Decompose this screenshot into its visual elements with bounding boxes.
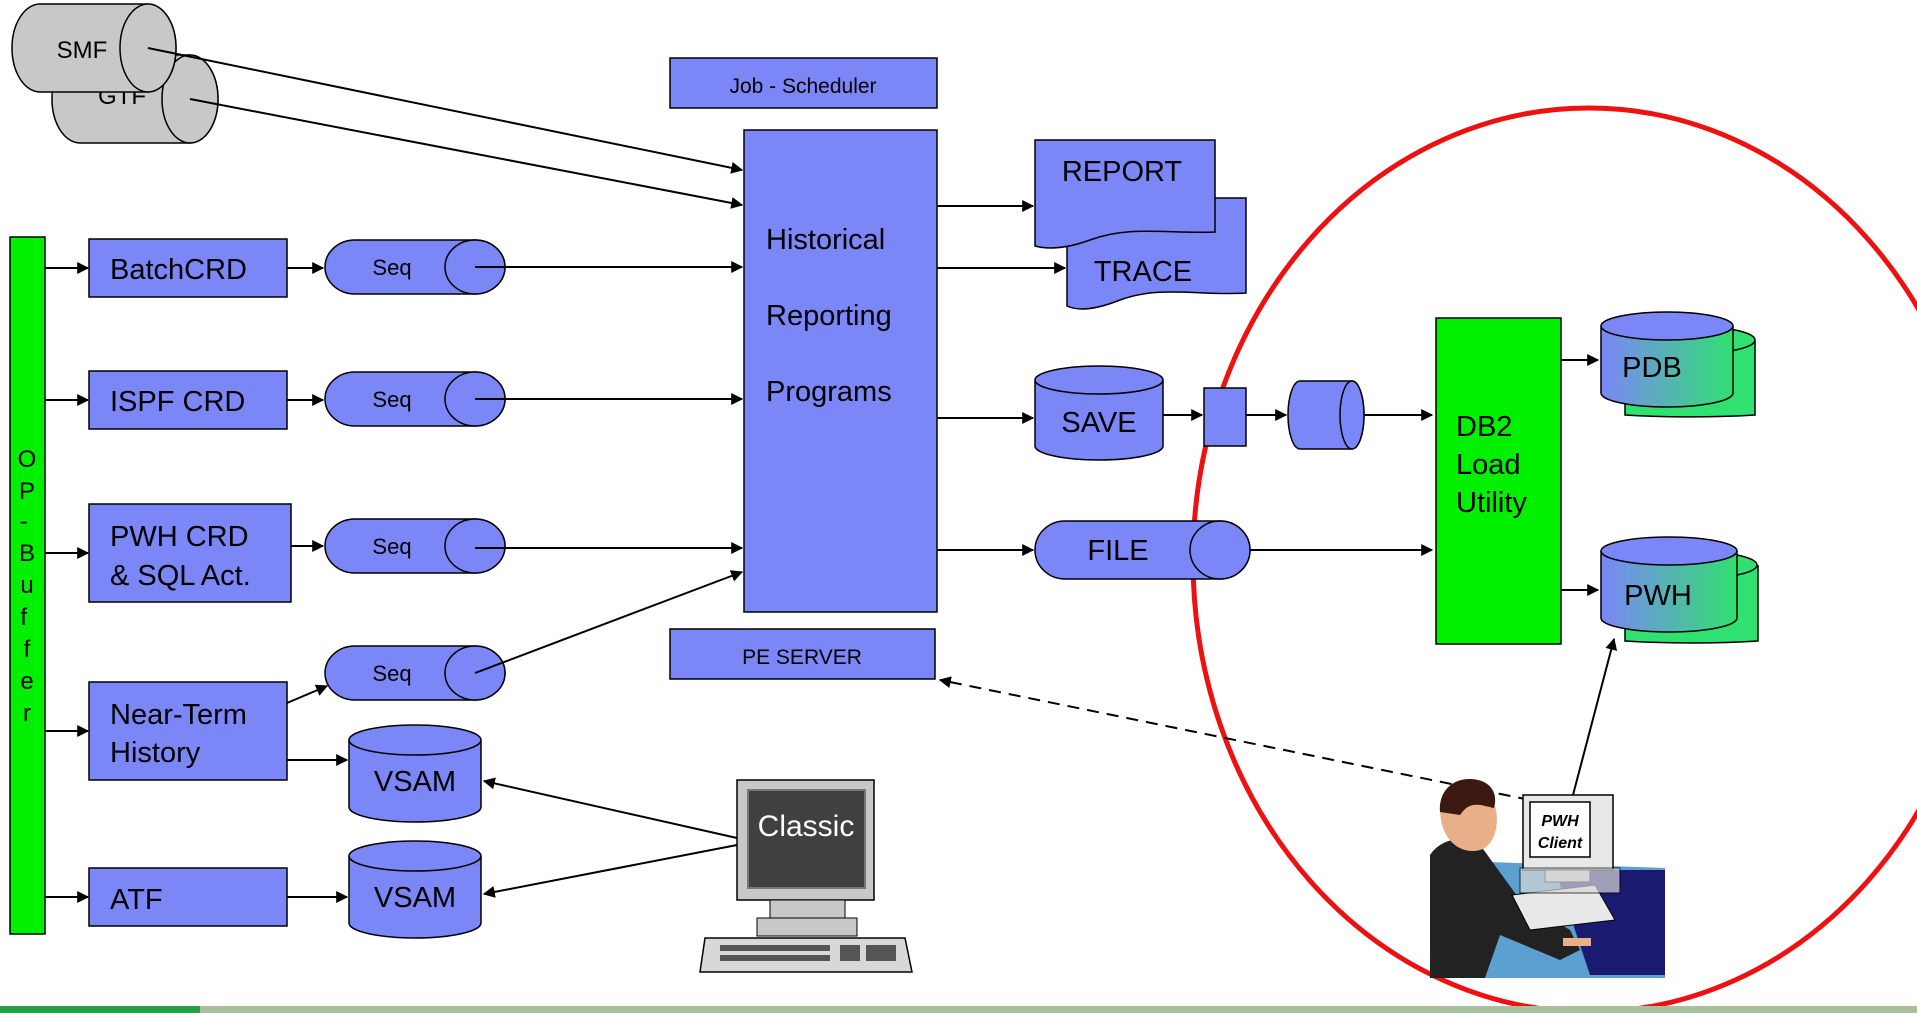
db2-label-line3: Utility <box>1456 487 1527 519</box>
pdb-database: PDB <box>1600 311 1756 418</box>
pe-server-label: PE SERVER <box>742 646 862 669</box>
seq-label: Seq <box>372 387 411 412</box>
pwh-client-workstation-icon: PWH Client <box>1430 779 1665 978</box>
near-term-label-line1: Near-Term <box>110 699 247 731</box>
pwh-client-label-line1: PWH <box>1541 813 1579 830</box>
batch-crd-label: BatchCRD <box>110 254 247 286</box>
classic-terminal-computer-icon: Classic <box>699 779 913 973</box>
classic-label: Classic <box>758 810 855 843</box>
seq-dataset-1: Seq <box>324 239 506 295</box>
hrp-label-line1: Historical <box>766 224 885 256</box>
file-dataset: FILE <box>1034 520 1251 580</box>
connector-arrows <box>45 47 1618 903</box>
seq-label: Seq <box>372 534 411 559</box>
atf-label: ATF <box>110 884 163 916</box>
vsam-dataset-1: VSAM <box>348 724 482 823</box>
seq-dataset-4: Seq <box>324 645 506 701</box>
vsam-label: VSAM <box>374 882 456 914</box>
near-term-history-box <box>88 681 288 781</box>
db2-label-line1: DB2 <box>1456 411 1512 443</box>
seq-label: Seq <box>372 255 411 280</box>
pwh-crd-label-line2: & SQL Act. <box>110 560 251 592</box>
job-scheduler-label: Job - Scheduler <box>729 75 876 98</box>
footer-strip <box>0 1006 1917 1013</box>
historical-reporting-programs-box <box>743 129 938 613</box>
trace-label: TRACE <box>1094 256 1192 288</box>
smf-label: SMF <box>57 37 108 64</box>
pwh-crd-box <box>88 503 292 603</box>
pe-server-box <box>669 628 936 680</box>
pwh-client-label-line2: Client <box>1538 835 1583 852</box>
op-buffer-bar <box>9 236 46 935</box>
vsam-label: VSAM <box>374 766 456 798</box>
job-scheduler-box <box>669 57 938 109</box>
pwh-database: PWH <box>1600 536 1759 644</box>
save-dataset: SAVE <box>1034 365 1164 461</box>
db2-label-line2: Load <box>1456 449 1521 481</box>
hrp-label-line2: Reporting <box>766 300 892 332</box>
hrp-label-line3: Programs <box>766 376 892 408</box>
atf-box <box>88 867 288 927</box>
save-label: SAVE <box>1061 407 1136 439</box>
seq-dataset-3: Seq <box>324 518 506 574</box>
smf-cylinder: SMF <box>11 3 177 93</box>
ispf-crd-label: ISPF CRD <box>110 386 245 418</box>
vsam-dataset-2: VSAM <box>348 840 482 939</box>
pdb-label: PDB <box>1622 352 1682 384</box>
seq-label: Seq <box>372 661 411 686</box>
pwh-crd-label-line1: PWH CRD <box>110 521 249 553</box>
intermediate-dataset-cylinder <box>1287 380 1365 450</box>
intermediate-step-box <box>1203 387 1247 447</box>
file-label: FILE <box>1087 535 1148 567</box>
pwh-label: PWH <box>1624 580 1692 612</box>
near-term-label-line2: History <box>110 737 201 769</box>
db2-load-utility-box <box>1435 317 1562 645</box>
report-label: REPORT <box>1062 156 1183 188</box>
report-document: REPORT <box>1034 139 1216 249</box>
